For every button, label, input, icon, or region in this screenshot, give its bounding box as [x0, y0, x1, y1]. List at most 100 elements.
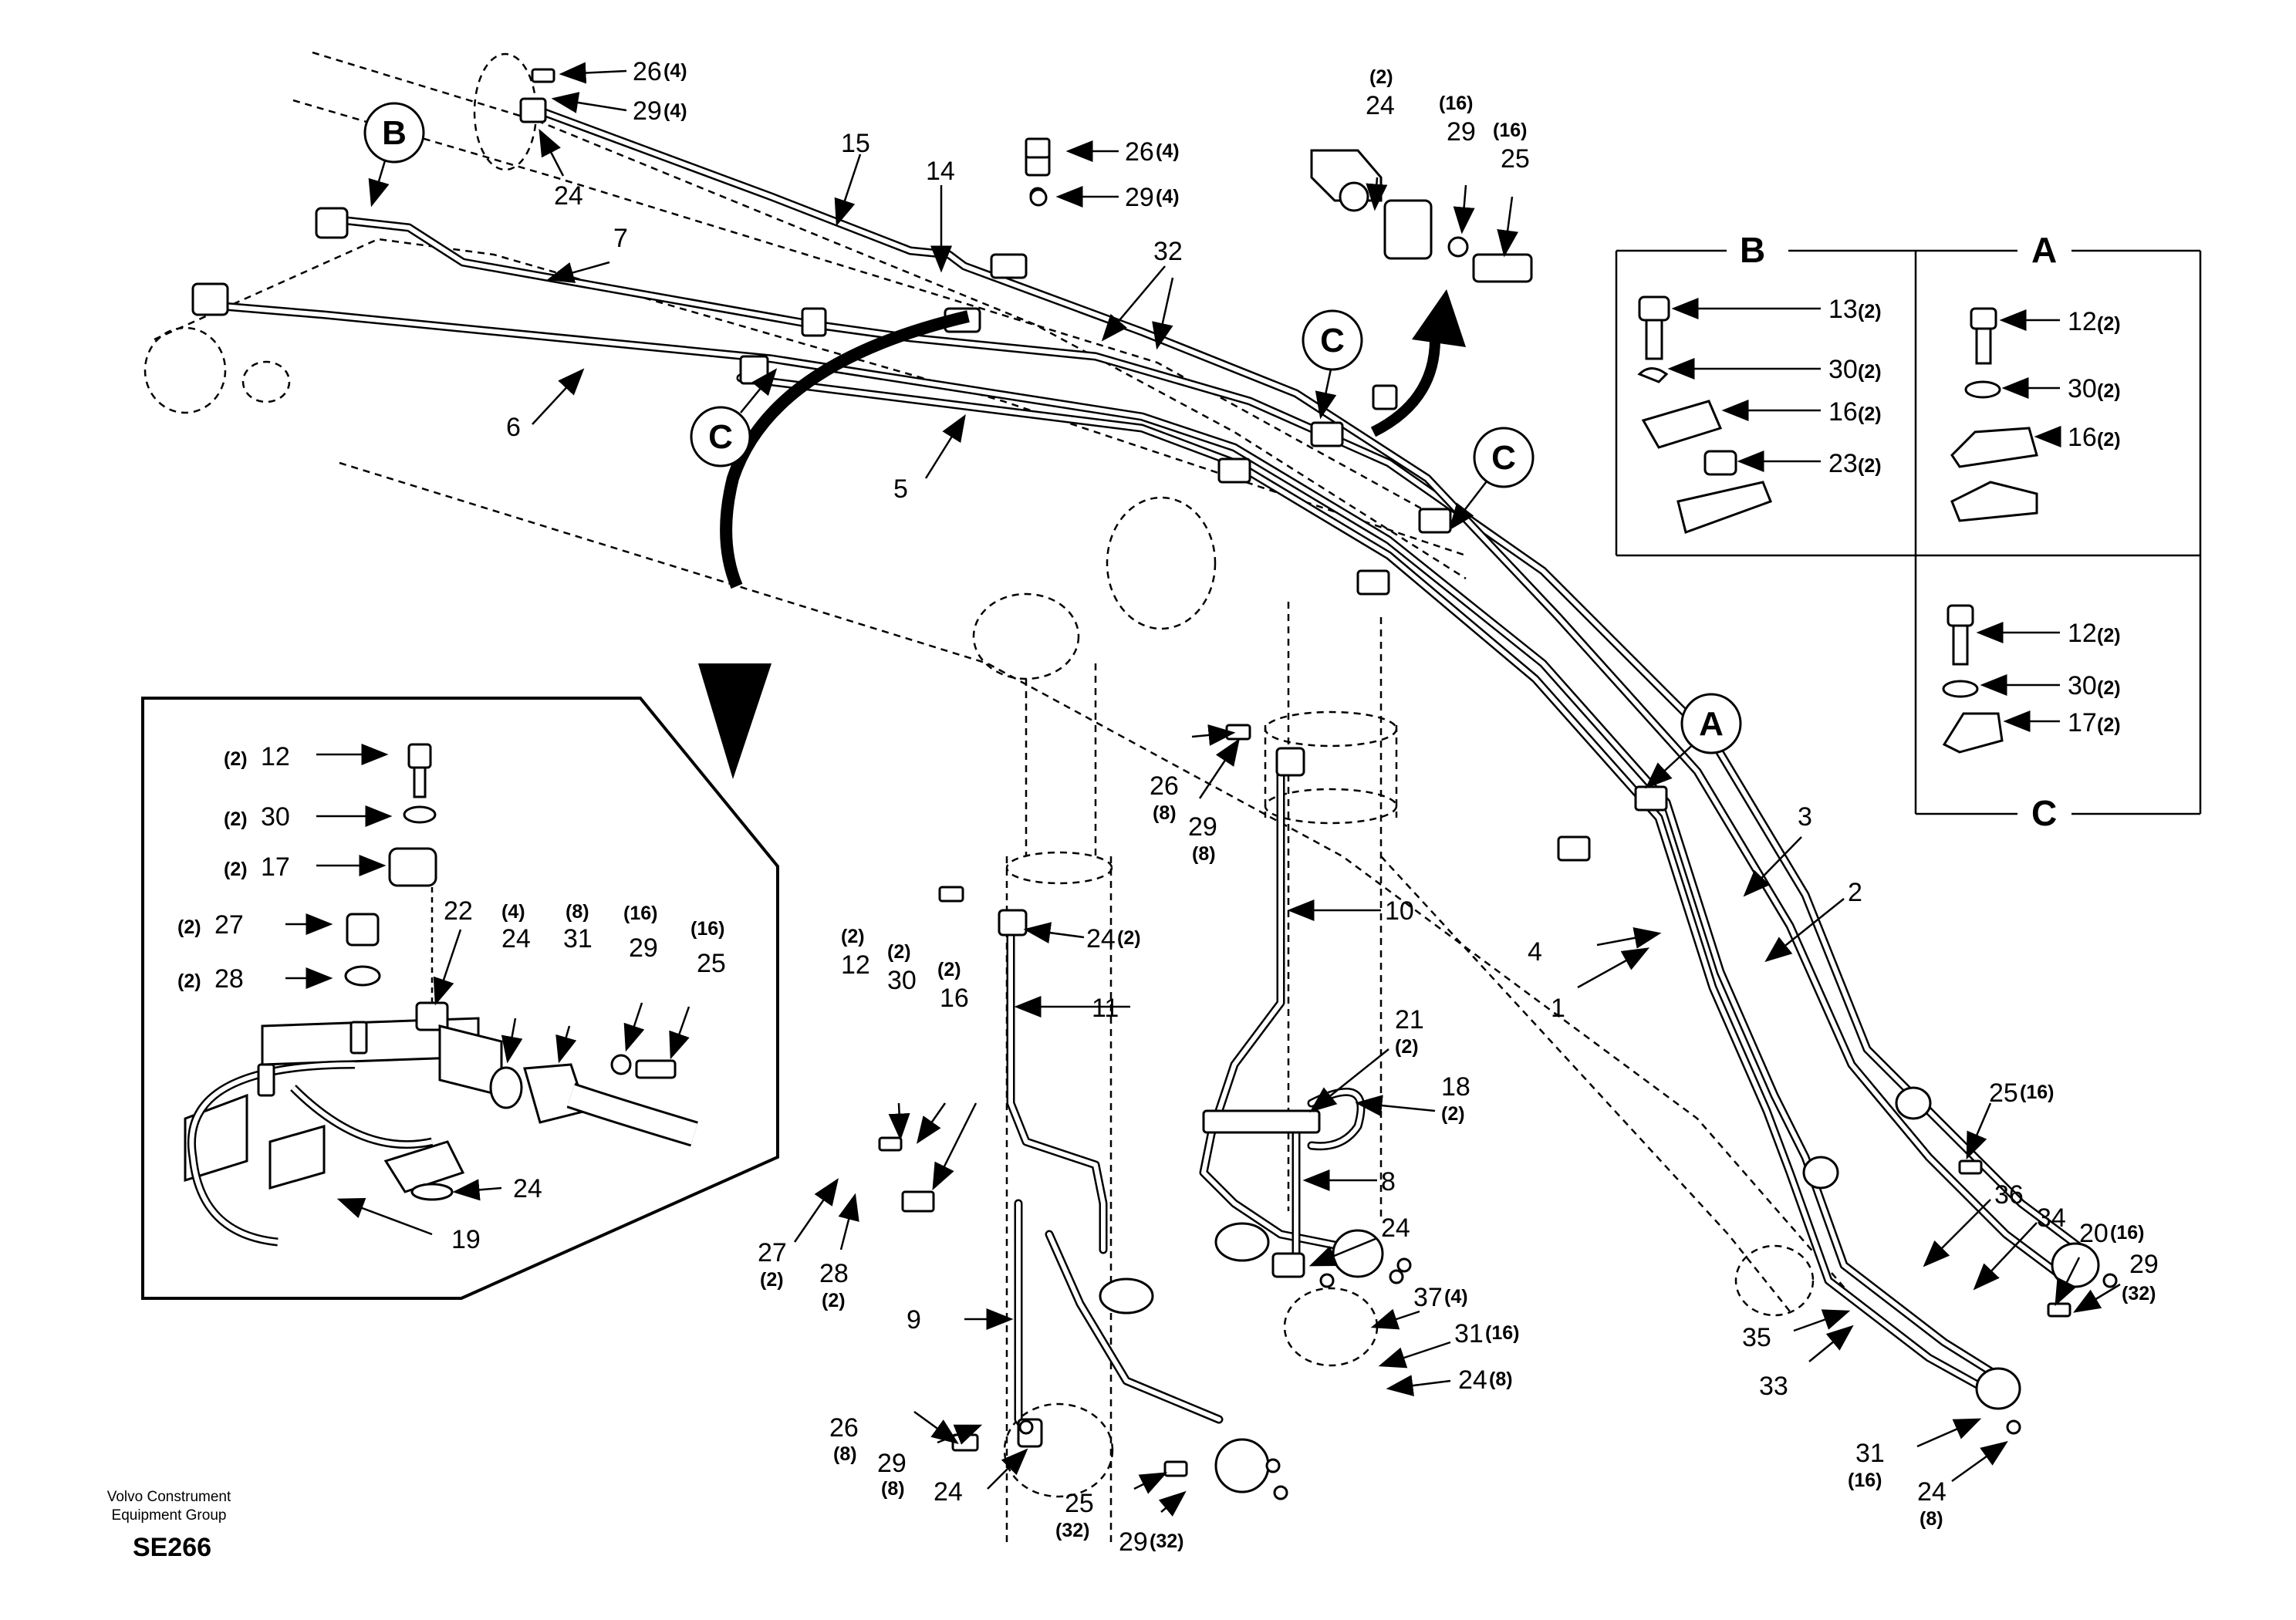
callout-14: 14 — [926, 157, 955, 186]
qty-8: (8) — [1489, 1369, 1513, 1390]
callout-18: 18 — [1441, 1072, 1470, 1102]
callout-26: 26 — [633, 57, 662, 86]
qty-16: (16) — [1485, 1322, 1519, 1344]
qty-4: (4) — [1444, 1286, 1468, 1308]
qty-8: (8) — [566, 901, 589, 923]
qty-4: (4) — [1156, 140, 1180, 162]
company-line-1: Volvo Construment — [107, 1489, 231, 1505]
callout-9: 9 — [907, 1305, 921, 1335]
qty-2: (2) — [1858, 403, 1882, 425]
callout-26-mid: 26 — [1150, 771, 1179, 801]
callout-33: 33 — [1759, 1372, 1788, 1401]
inset-callout-24b: 24 — [513, 1174, 542, 1203]
qty-2: (2) — [2097, 429, 2121, 451]
qty-16: (16) — [1493, 120, 1527, 141]
callout-34: 34 — [2037, 1203, 2066, 1233]
callout-26-bot: 26 — [829, 1413, 859, 1443]
qty-16: (16) — [2020, 1082, 2054, 1103]
callout-7: 7 — [613, 224, 628, 253]
inset-callout-12: 12 — [261, 742, 290, 771]
inset-parts — [184, 743, 698, 1247]
callout-8: 8 — [1381, 1167, 1396, 1196]
callout-29-bot: 29 — [877, 1449, 907, 1478]
callout-12-mid: 12 — [841, 950, 870, 980]
a-callout-30: 30 — [2068, 374, 2097, 403]
circle-a: A — [1680, 693, 1742, 754]
qty-2: (2) — [177, 970, 201, 992]
qty-8: (8) — [1153, 802, 1177, 824]
qty-2: (2) — [1441, 1103, 1465, 1125]
callout-2: 2 — [1848, 878, 1862, 907]
qty-4: (4) — [1156, 186, 1180, 208]
svg-text:C: C — [1491, 439, 1516, 477]
callout-29-far-right: 29 — [2129, 1250, 2159, 1279]
callout-35: 35 — [1742, 1323, 1771, 1352]
callout-25-bot: 25 — [1065, 1489, 1094, 1518]
qty-2: (2) — [1369, 66, 1393, 88]
company-line-2: Equipment Group — [112, 1507, 227, 1524]
qty-2: (2) — [2097, 714, 2121, 736]
a-callout-16: 16 — [2068, 423, 2097, 452]
reference-circles: B C C C A — [363, 102, 1742, 754]
qty-2: (2) — [2097, 313, 2121, 335]
callout-26b: 26 — [1125, 137, 1154, 167]
circle-c-1: C — [690, 406, 751, 467]
callout-32: 32 — [1153, 237, 1183, 266]
qty-2: (2) — [1117, 927, 1141, 949]
inset-callout-31: 31 — [563, 924, 593, 953]
callout-22: 22 — [444, 896, 473, 926]
inset-callout-30: 30 — [261, 802, 290, 832]
callout-37: 37 — [1413, 1283, 1443, 1312]
qty-4: (4) — [663, 100, 687, 122]
qty-2: (2) — [841, 926, 865, 947]
qty-32: (32) — [1150, 1531, 1183, 1552]
pipe-lines — [200, 103, 2088, 1447]
callout-20: 20 — [2079, 1219, 2109, 1248]
qty-2: (2) — [1858, 361, 1882, 383]
qty-8: (8) — [881, 1478, 905, 1500]
circle-b: B — [363, 102, 425, 164]
callout-21: 21 — [1395, 1005, 1424, 1034]
inset-callout-28: 28 — [214, 964, 244, 994]
b-callout-13: 13 — [1828, 295, 1858, 324]
callout-29b: 29 — [1125, 183, 1154, 212]
callout-4: 4 — [1528, 937, 1542, 967]
callout-24-right: 24 — [1381, 1213, 1410, 1243]
qty-16: (16) — [690, 918, 724, 940]
boom-cylinder-outline — [1003, 602, 1398, 1543]
qty-2: (2) — [224, 748, 248, 770]
qty-4: (4) — [501, 901, 525, 923]
callout-25-top-detail: 25 — [1501, 144, 1530, 174]
callout-24-top-detail: 24 — [1366, 91, 1395, 120]
qty-2: (2) — [1858, 301, 1882, 322]
a-callout-12: 12 — [2068, 307, 2097, 336]
inset-detail-panel: (2) 12 (2) 30 (2) 17 (2) 27 (2) 28 22 (4… — [141, 697, 779, 1300]
qty-16: (16) — [1848, 1470, 1882, 1491]
qty-2: (2) — [887, 941, 911, 963]
inset-callout-27: 27 — [214, 910, 244, 940]
callout-31-far-right: 31 — [1855, 1439, 1885, 1468]
callout-5: 5 — [893, 474, 908, 504]
detail-box-b-title: B — [1740, 230, 1765, 270]
svg-text:A: A — [1699, 705, 1724, 743]
svg-text:C: C — [708, 418, 733, 456]
callout-24-mid: 24 — [1086, 924, 1116, 953]
inset-callout-17: 17 — [261, 852, 290, 882]
circle-c-3: C — [1473, 427, 1535, 488]
callout-30-mid: 30 — [887, 966, 917, 995]
callout-29: 29 — [633, 96, 662, 126]
b-callout-30: 30 — [1828, 355, 1858, 384]
qty-16: (16) — [623, 903, 657, 924]
callout-15: 15 — [841, 129, 870, 158]
qty-2: (2) — [1395, 1036, 1419, 1058]
qty-2: (2) — [224, 808, 248, 830]
c-callout-12: 12 — [2068, 619, 2097, 648]
footer: Volvo Construment Equipment Group SE266 — [107, 1489, 231, 1562]
callout-31-right: 31 — [1454, 1319, 1484, 1348]
qty-2: (2) — [2097, 677, 2121, 699]
callout-29-bot2: 29 — [1119, 1527, 1148, 1557]
callout-16-mid: 16 — [940, 984, 969, 1013]
qty-2: (2) — [2097, 625, 2121, 646]
qty-2: (2) — [2097, 380, 2121, 402]
